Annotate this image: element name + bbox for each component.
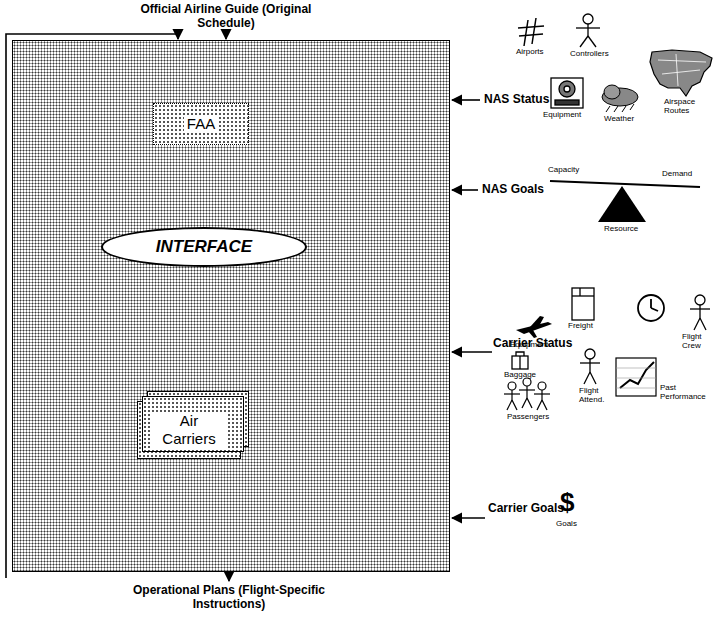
flow-arrow <box>225 32 227 39</box>
input-arrow <box>452 517 485 519</box>
icon-label: Capacity <box>548 166 579 175</box>
attendant-icon <box>580 349 600 384</box>
icon-label: Airspace Routes <box>664 98 708 116</box>
title-text: FAA <box>184 115 218 133</box>
schedule-source: Official Airline Guide (Original Schedul… <box>128 1 324 31</box>
box-title: INTERFACE <box>156 237 252 257</box>
plans-output: Operational Plans (Flight-Specific Instr… <box>116 582 342 612</box>
passengers-icon <box>504 378 550 410</box>
icon-label: Goals <box>556 520 577 529</box>
icon-label: Weather <box>604 115 634 124</box>
clock-icon <box>638 295 664 321</box>
icon-label: Airports <box>516 48 544 57</box>
airport-icon <box>518 18 544 46</box>
icon-label: Past Performance <box>660 384 712 402</box>
icon-label: Baggage <box>504 371 536 380</box>
icon-label: Passengers <box>507 413 549 422</box>
box-title: FAA <box>184 115 218 133</box>
label-heading: NAS Goals <box>482 183 544 196</box>
balance-icon <box>550 181 700 222</box>
icon-label: Demand <box>662 170 692 179</box>
equipment-icon <box>551 78 583 108</box>
interface-ellipse: INTERFACE <box>101 227 307 267</box>
label-heading: NAS Status <box>484 93 549 106</box>
carrier-box: Air Carriers <box>137 401 241 459</box>
flow-arrow <box>228 573 230 581</box>
airplane-icon <box>516 316 552 338</box>
icon-label: Flight Attend. <box>579 387 613 405</box>
icon-label: Equipment <box>510 341 548 350</box>
interface-frame: FAA INTERFACE Air Carriers <box>12 40 450 572</box>
label-heading: Carrier Goals <box>488 502 564 515</box>
baggage-icon <box>512 352 528 369</box>
icon-label: Equipment <box>543 111 581 120</box>
chart-icon <box>616 358 656 396</box>
flow-text: Official Airline Guide (Original Schedul… <box>128 2 324 30</box>
input-arrow <box>452 351 492 353</box>
flow-text: Operational Plans (Flight-Specific Instr… <box>116 583 342 611</box>
controller-icon <box>576 14 600 47</box>
faa-box: FAA <box>153 103 249 145</box>
weather-icon <box>602 85 638 112</box>
crew-icon <box>690 295 710 330</box>
freight-icon <box>572 288 594 320</box>
input-arrow <box>452 99 480 101</box>
icon-label: Resource <box>604 225 638 234</box>
title-text: Air Carriers <box>151 412 227 448</box>
us-map-icon <box>650 50 712 96</box>
box-title: Air Carriers <box>151 412 227 448</box>
icon-label: Controllers <box>570 50 609 59</box>
input-arrow <box>452 189 478 191</box>
icon-label: Flight Crew <box>682 333 714 351</box>
icon-label: Freight <box>568 322 593 331</box>
dollar-sign: $ <box>560 488 574 517</box>
